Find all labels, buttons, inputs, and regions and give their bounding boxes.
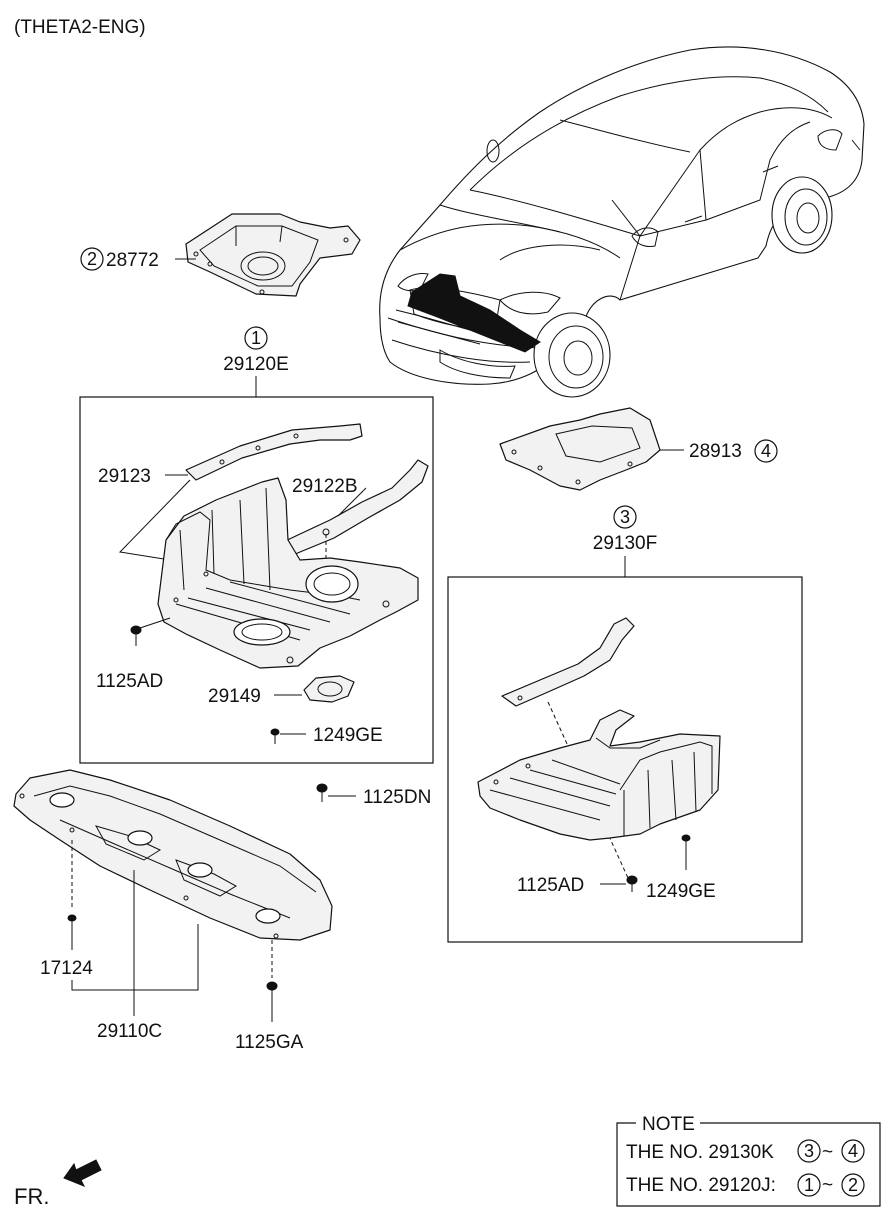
part-29130F-bracket xyxy=(501,617,635,707)
label-29122B: 29122B xyxy=(292,476,358,497)
part-number-29120E: 29120E xyxy=(223,354,289,375)
callout-index-circle xyxy=(613,505,637,529)
note-row-1-from: 3 xyxy=(804,1141,814,1161)
car-illustration xyxy=(379,46,865,398)
part-28772-shield xyxy=(185,213,361,297)
part-29123-bracket xyxy=(185,423,363,481)
note-row-1-to-circle xyxy=(841,1139,865,1163)
label-1125DN: 1125DN xyxy=(363,787,431,808)
note-row-1-text: THE NO. 29130K xyxy=(626,1142,774,1163)
leader-1125AD-left xyxy=(139,617,171,629)
note-row-2-to: 2 xyxy=(848,1175,858,1195)
label-1249GE-left: 1249GE xyxy=(313,725,383,746)
callout-index: 2 xyxy=(87,249,97,269)
clip-1249GE-left xyxy=(270,728,280,744)
note-row-2-from: 1 xyxy=(804,1175,814,1195)
front-label: FR. xyxy=(14,1184,49,1209)
label-17124: 17124 xyxy=(40,958,93,979)
callout-index: 4 xyxy=(761,441,771,461)
assembly-box-29130F xyxy=(447,576,803,943)
front-direction-indicator: FR. xyxy=(14,1159,102,1209)
note-row-2-from-circle xyxy=(797,1173,821,1197)
assembly-box-29120E xyxy=(79,396,434,764)
bolt-1125DN xyxy=(316,783,328,802)
part-29120E-undercover xyxy=(157,477,419,669)
label-1125GA: 1125GA xyxy=(235,1032,304,1053)
part-29149-plate xyxy=(303,675,355,703)
note-row-2-text: THE NO. 29120J: xyxy=(626,1175,776,1196)
engine-variant-title: (THETA2-ENG) xyxy=(14,17,146,38)
callout-index-circle xyxy=(244,326,268,350)
front-arrow-icon xyxy=(63,1159,102,1187)
note-row-2-to-circle xyxy=(841,1173,865,1197)
part-number-28913: 28913 xyxy=(689,441,742,462)
label-29110C: 29110C xyxy=(97,1021,162,1042)
dashed-guide xyxy=(547,701,629,879)
bolt-1125AD-right xyxy=(626,875,638,892)
note-row-1-to: 4 xyxy=(848,1141,858,1161)
part-number-29130F: 29130F xyxy=(593,533,657,554)
part-28913-shield xyxy=(499,407,661,491)
label-1125AD-right: 1125AD xyxy=(517,875,584,896)
note-row-1-from-circle xyxy=(797,1139,821,1163)
label-1125AD-left: 1125AD xyxy=(96,671,163,692)
callout-index-circle xyxy=(80,247,104,271)
label-29149: 29149 xyxy=(208,686,261,707)
part-29110C-undercover xyxy=(13,769,333,941)
leader-29110C-bracket xyxy=(71,924,199,991)
label-1249GE-right: 1249GE xyxy=(646,881,716,902)
part-number-28772: 28772 xyxy=(106,250,159,271)
clip-1249GE-right xyxy=(681,834,691,870)
callout-29130F: 3 29130F xyxy=(593,505,657,554)
part-29130F-undercover xyxy=(477,709,721,841)
clip-17124 xyxy=(67,914,77,934)
note-row-2-sep: ~ xyxy=(822,1175,833,1196)
note-box: NOTE THE NO. 29130K 3 ~ 4 THE NO. 29120J… xyxy=(616,1114,881,1207)
callout-28913: 28913 4 xyxy=(689,439,778,463)
bolt-1125GA xyxy=(266,981,278,1000)
callout-28772: 2 28772 xyxy=(80,247,159,271)
callout-index: 1 xyxy=(251,328,261,348)
leader-29122B xyxy=(337,487,367,517)
bolt-1125AD-left xyxy=(130,625,142,646)
note-title: NOTE xyxy=(642,1114,695,1135)
note-row-1-sep: ~ xyxy=(822,1142,833,1163)
label-29123: 29123 xyxy=(98,466,151,487)
callout-29120E: 1 29120E xyxy=(223,326,289,375)
callout-index-circle xyxy=(754,439,778,463)
callout-index: 3 xyxy=(620,507,630,527)
